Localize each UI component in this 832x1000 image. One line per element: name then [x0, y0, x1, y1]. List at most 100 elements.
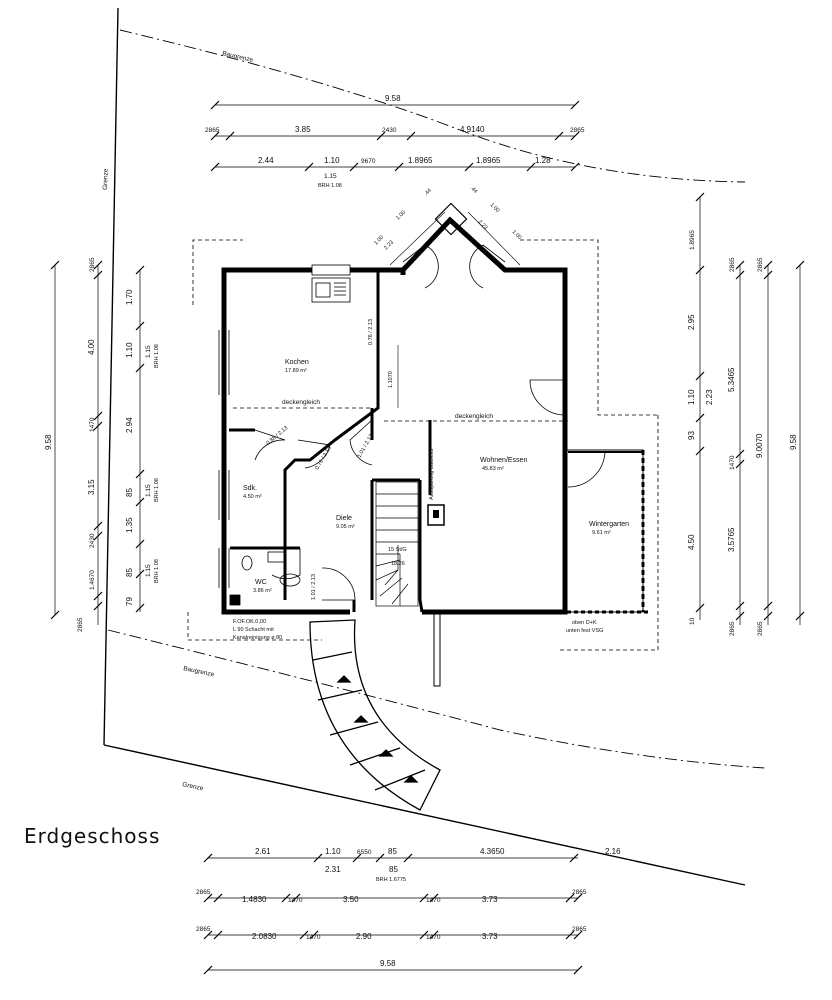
dim-top-r3-4: 1.8965 — [476, 156, 501, 165]
room-labels: Kochen 17.89 m² Wohnen/Essen 45.83 m² Sd… — [243, 359, 629, 594]
dim-right-c1-1: 2.95 — [687, 314, 696, 330]
dimension-ticks — [50, 100, 805, 975]
dim-top-r3-2: 9670 — [361, 158, 376, 165]
dim-top-r3-5: 1.28 — [535, 156, 551, 165]
diag-dim-5: .44 — [469, 185, 479, 195]
room-kochen-area: 17.89 m² — [285, 368, 307, 374]
diag-dim-1: 1.00 — [373, 235, 385, 247]
dim-bot-r2-1: 1.4830 — [242, 895, 267, 904]
dim-left-c2-3: 3.15 — [87, 479, 96, 495]
dim-bot-r1-2: 6550 — [357, 849, 372, 856]
dim-left-c2-0: 2865 — [89, 257, 96, 272]
dim-bot-r1-sub-1: 85 — [389, 865, 398, 874]
dim-bot-r1-3: 85 — [388, 847, 397, 856]
dim-left-c3-sub-3: BRH 1.08 — [154, 478, 160, 502]
dim-right-c1-0: 1.8965 — [689, 230, 696, 250]
stair-note-2: 18/26 — [391, 561, 405, 567]
baugrenze-label-top: Baugrenze — [222, 50, 255, 64]
dim-right-c1-2: 1.10 — [687, 389, 696, 405]
room-wohnen-name: Wohnen/Essen — [480, 457, 527, 464]
dim-bot-r3-2: 1470 — [306, 934, 321, 941]
diag-dim-7: 2.23 — [477, 219, 489, 231]
dimension-lines — [54, 104, 801, 971]
room-diele-name: Diele — [336, 515, 352, 522]
wg-note-1: oben D+K — [572, 620, 597, 626]
room-kochen-name: Kochen — [285, 359, 309, 366]
dim-top-r2-4: 2865 — [570, 127, 585, 134]
dim-right-c1-3: 93 — [687, 431, 696, 440]
dim-right-c1-4: 4.50 — [687, 534, 696, 550]
dim-bot-r3-3: 2.90 — [356, 932, 372, 941]
kitchen-sink — [311, 277, 351, 303]
dim-bot-r3-4: 1470 — [426, 934, 441, 941]
dim-top-r2-0: 2865 — [205, 127, 220, 134]
interior-walls — [229, 270, 432, 613]
fundament-note-3: Kanalreinigung ø 80 — [233, 635, 282, 641]
dim-right-c2-3: 3.5765 — [727, 527, 736, 552]
kochen-vert-dim: 1.1070 — [388, 371, 394, 388]
diag-dim-3: 1.00 — [395, 210, 407, 222]
baugrenze-label-bottom: Baugrenze — [183, 665, 216, 678]
staircase — [375, 481, 419, 607]
dim-right-c3-0: 2865 — [757, 257, 764, 272]
dim-right-c3-1: 9.0070 — [755, 433, 764, 458]
fundament-note-1: F.OF.OK.0,00 — [233, 619, 266, 625]
dim-right-c2-sub-0: 2.23 — [705, 389, 714, 405]
stair-note-1: 15 St/G — [388, 547, 407, 553]
dim-top-r3-0: 2.44 — [258, 156, 274, 165]
dim-bot-r2-5: 3.73 — [482, 895, 498, 904]
dim-left-c3-sub-0: 1.15 — [145, 345, 152, 358]
dim-right-total: 9.58 — [789, 434, 798, 450]
wg-note-2: unten fest VSG — [566, 628, 603, 634]
dim-top-r2-3: 4.9140 — [460, 125, 485, 134]
dim-left-c2-5: 1.4670 — [89, 570, 96, 590]
door-label-1: 0.76 / 2.13 — [368, 319, 374, 345]
building-limit — [107, 29, 766, 769]
door-label-5: 1.01 / 2.13 — [311, 574, 317, 600]
dim-bot-r2-2: 1470 — [288, 897, 303, 904]
dim-bot-total: 9.58 — [380, 959, 396, 968]
dim-bot-r2-6: 2865 — [572, 889, 587, 896]
dim-left-c2-6: 2865 — [77, 617, 84, 632]
dim-top-total: 9.58 — [385, 94, 401, 103]
diag-dim-2: 2.23 — [383, 240, 395, 252]
dim-left-c2-4: 2430 — [89, 533, 96, 548]
dim-left-c2-1: 4.00 — [87, 339, 96, 355]
dim-bot-r3-1: 2.0830 — [252, 932, 277, 941]
dim-left-total: 9.58 — [44, 434, 53, 450]
grenze-label-bottom: Grenze — [182, 781, 205, 792]
door-label-2: 0.88 / 2.13 — [265, 425, 289, 446]
wc-fixtures — [229, 551, 301, 606]
dim-top-r3-3: 1.8965 — [408, 156, 433, 165]
room-wc-name: WC — [255, 579, 267, 586]
dim-top-r3-1: 1.10 — [324, 156, 340, 165]
dim-bot-r3-5: 3.73 — [482, 932, 498, 941]
dim-left-c3-1: 1.10 — [125, 342, 134, 358]
dim-right-c2-2: 1470 — [729, 455, 736, 470]
dim-top-r2-2: 2430 — [382, 127, 397, 134]
dim-bot-r1-sub-2: BRH 1.6775 — [376, 877, 406, 883]
dim-bot-r1-5: 2.16 — [605, 847, 621, 856]
dim-bot-r1-sub-0: 2.31 — [325, 865, 341, 874]
entrance-bay — [389, 202, 521, 266]
dim-left-c3-sub-2: 1.15 — [145, 484, 152, 497]
dim-right-c2-1: 5.3465 — [727, 367, 736, 392]
dim-right-c2-0: 2865 — [729, 257, 736, 272]
dim-left-c3-0: 1.70 — [125, 289, 134, 305]
dim-bot-r2-4: 1470 — [426, 897, 441, 904]
dim-left-c2-2: 1470 — [89, 417, 96, 432]
dim-left-c3-sub-5: BRH 1.08 — [154, 559, 160, 583]
exterior-walls — [221, 216, 568, 615]
dim-bot-r1-0: 2.61 — [255, 847, 271, 856]
doors — [254, 244, 606, 601]
fundament-note-2: L 90 Schacht mit — [233, 627, 274, 633]
dim-top-r3-sub-1: BRH 1.08 — [318, 183, 342, 189]
dim-left-c3-2: 2.94 — [125, 417, 134, 433]
plan-title: Erdgeschoss — [24, 824, 160, 848]
diag-dim-4: .44 — [423, 188, 433, 198]
door-label-4: 1.01 / 2.13 — [357, 433, 375, 459]
diag-dim-6: 1.00 — [489, 202, 501, 214]
dim-left-c3-3: 85 — [125, 488, 134, 497]
dim-bot-r1-1: 1.10 — [325, 847, 341, 856]
diag-dim-8: 1.00 — [511, 229, 523, 241]
